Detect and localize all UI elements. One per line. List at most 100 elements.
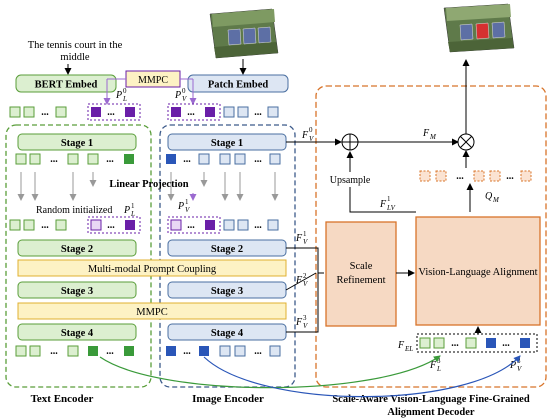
svg-text:1: 1 — [303, 230, 307, 238]
svg-text:M: M — [492, 196, 500, 204]
svg-text:0: 0 — [182, 87, 186, 95]
image-stage-2-label: Stage 2 — [211, 244, 243, 255]
text-stage-2 — [17, 239, 137, 257]
svg-text:...: ... — [183, 154, 191, 165]
svg-text:F: F — [295, 317, 303, 328]
svg-text:1: 1 — [387, 195, 391, 203]
text-stage-3 — [17, 281, 137, 299]
text-tokens-final: ... ... — [15, 345, 134, 357]
text-stage-2-label: Stage 2 — [61, 244, 93, 255]
label-PL0: P L 0 — [115, 87, 127, 103]
svg-text:V: V — [303, 322, 308, 330]
query-tokens: ... ... — [419, 170, 532, 182]
scale-refinement-label-line1: Scale — [350, 261, 373, 272]
decoder-title-line2: Alignment Decoder — [387, 407, 475, 418]
svg-text:...: ... — [106, 346, 114, 357]
svg-text:...: ... — [107, 220, 115, 231]
label-FM: F M — [422, 128, 437, 141]
image-tokens-embed: ... ... — [167, 103, 279, 121]
svg-text:...: ... — [254, 154, 262, 165]
label-PV0: P V 0 — [174, 87, 187, 103]
grey-flow-arrows — [17, 172, 279, 201]
svg-text:...: ... — [187, 220, 195, 231]
svg-text:L: L — [436, 365, 441, 373]
bert-embed-box — [15, 74, 117, 93]
svg-text:F: F — [295, 233, 303, 244]
multimodal-prompt-coupling-label: Multi-modal Prompt Coupling — [88, 264, 217, 275]
svg-text:P: P — [123, 205, 130, 216]
svg-text:V: V — [303, 280, 308, 288]
decoder-frame — [315, 85, 547, 388]
svg-text:V: V — [185, 206, 190, 214]
text-feature-curve — [99, 355, 441, 389]
label-FEL: F EL — [397, 340, 413, 353]
svg-text:...: ... — [254, 346, 262, 357]
random-initialized-label: Random initialized — [36, 205, 112, 216]
scale-refinement-label-line2: Refinement — [337, 275, 386, 286]
text-encoder-label: Text Encoder — [31, 393, 94, 405]
svg-text:L: L — [130, 210, 135, 218]
svg-text:V: V — [517, 365, 522, 373]
label-PV3: P V 3 — [509, 357, 522, 373]
svg-text:V: V — [303, 238, 308, 246]
svg-text:...: ... — [254, 220, 262, 231]
multimodal-prompt-coupling-bar — [17, 259, 287, 277]
text-stage-3-label: Stage 3 — [61, 286, 93, 297]
svg-text:Q: Q — [485, 191, 493, 202]
label-FV0: F V 0 — [301, 126, 314, 143]
svg-text:P: P — [177, 201, 184, 212]
svg-text:...: ... — [187, 107, 195, 118]
text-stage-1 — [17, 133, 137, 151]
mmpc-mid-bar — [17, 302, 287, 320]
svg-text:...: ... — [506, 171, 514, 182]
input-caption-line2: middle — [60, 52, 90, 63]
svg-text:...: ... — [50, 346, 58, 357]
patch-embed-box — [187, 74, 289, 93]
svg-text:...: ... — [183, 346, 191, 357]
image-stage-1-label: Stage 1 — [211, 138, 243, 149]
patch-embed-label: Patch Embed — [208, 80, 269, 91]
svg-text:F: F — [379, 199, 387, 210]
multiply-operator-icon — [457, 133, 475, 151]
svg-text:1: 1 — [131, 202, 135, 210]
linear-projection-label: Linear Projection — [109, 179, 188, 190]
svg-text:1: 1 — [185, 198, 189, 206]
svg-text:...: ... — [451, 338, 459, 349]
bert-embed-label: BERT Embed — [35, 80, 98, 91]
mmpc-mid-label: MMPC — [136, 307, 168, 318]
label-FV2: F V 2 — [295, 272, 308, 288]
image-encoder-frame — [159, 124, 296, 388]
vision-language-alignment-label: Vision-Language Alignment — [418, 267, 537, 278]
text-tokens-stage1: ... ... — [15, 153, 134, 165]
svg-text:0: 0 — [309, 126, 313, 134]
text-encoder-frame — [5, 124, 152, 388]
svg-text:L: L — [122, 95, 127, 103]
svg-text:0: 0 — [123, 87, 127, 95]
svg-text:V: V — [182, 95, 187, 103]
svg-text:F: F — [429, 360, 437, 371]
input-satellite-image — [209, 8, 279, 59]
svg-text:...: ... — [50, 154, 58, 165]
svg-text:F: F — [397, 340, 405, 351]
svg-text:F: F — [295, 275, 303, 286]
input-caption-line1: The tennis court in the — [28, 40, 123, 51]
plus-operator-icon — [341, 133, 359, 151]
decoder-title-line1: Scale-Aware Vision-Language Fine-Grained — [332, 394, 530, 405]
svg-text:V: V — [309, 135, 314, 143]
text-tokens-prompt1: ... ... — [9, 216, 141, 234]
svg-text:3: 3 — [303, 314, 307, 322]
text-stage-4 — [17, 323, 137, 341]
label-FLV1: F LV 1 — [379, 195, 396, 212]
svg-text:F: F — [422, 128, 430, 139]
image-tokens-final: ... ... — [166, 345, 281, 357]
upsample-label: Upsample — [330, 175, 371, 186]
text-stage-4-label: Stage 4 — [61, 328, 94, 339]
image-stage-3-label: Stage 3 — [211, 286, 243, 297]
label-FV3: F V 3 — [295, 314, 308, 330]
image-feature-curve — [203, 355, 521, 398]
svg-text:...: ... — [41, 220, 49, 231]
svg-text:...: ... — [502, 338, 510, 349]
svg-text:...: ... — [456, 171, 464, 182]
svg-text:...: ... — [107, 107, 115, 118]
